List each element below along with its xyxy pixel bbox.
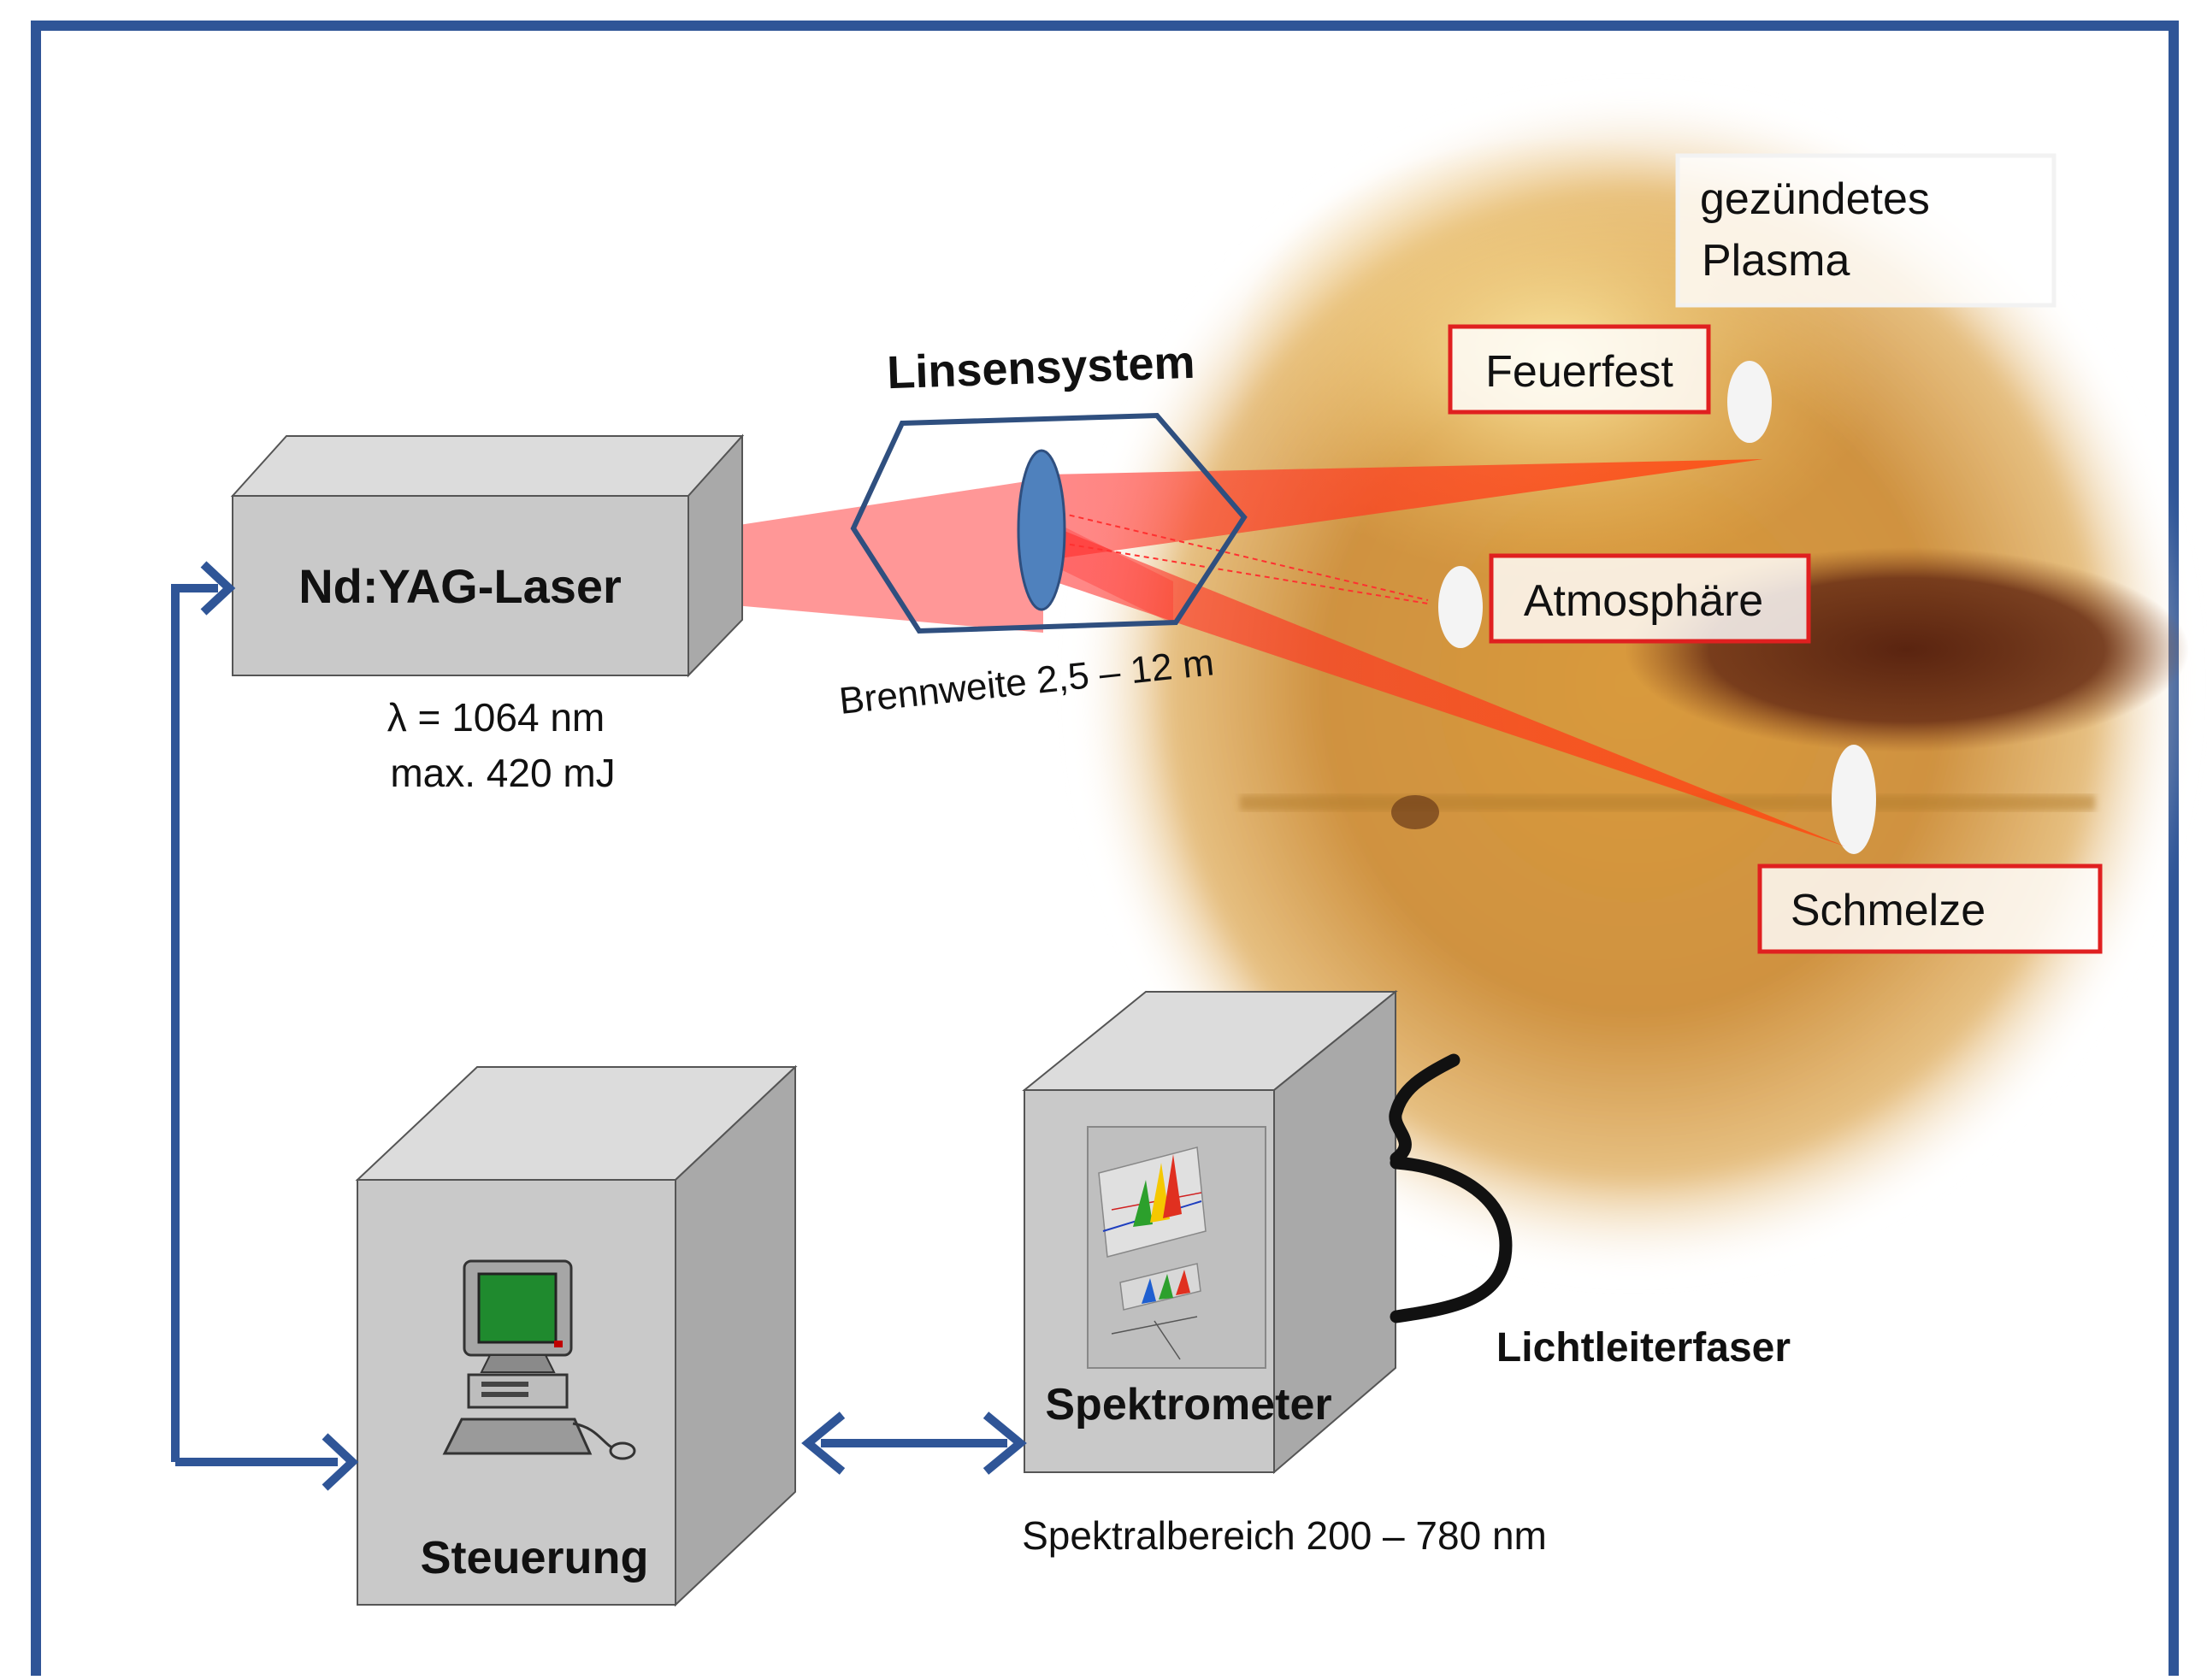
laser-box <box>230 433 745 678</box>
spectrometer-range: Spektralbereich 200 – 780 nm <box>1022 1513 1547 1558</box>
lens-icon <box>1017 449 1066 611</box>
laser-label: Nd:YAG-Laser <box>298 559 622 613</box>
plasma-dot-melt <box>1832 745 1876 854</box>
computer-icon <box>442 1259 636 1460</box>
control-label: Steuerung <box>420 1532 648 1583</box>
laser-wavelength: λ = 1064 nm <box>387 695 605 740</box>
fiber-label: Lichtleiterfaser <box>1496 1325 1791 1371</box>
melt-callout <box>1757 864 2103 954</box>
lens-title: Linsensystem <box>886 337 1195 399</box>
outer-frame <box>31 21 2179 1680</box>
atmosphere-callout <box>1489 553 1811 644</box>
control-box <box>355 1064 798 1607</box>
plasma-dot-refractory <box>1727 361 1772 443</box>
spectrometer-label: Spektrometer <box>1045 1380 1331 1429</box>
atmosphere-label: Atmosphäre <box>1524 576 1763 626</box>
refractory-callout <box>1448 324 1711 415</box>
melt-label: Schmelze <box>1791 886 1986 935</box>
control-arrows <box>171 561 1027 1491</box>
spectrometer-schematic-image <box>1087 1126 1266 1369</box>
plasma-callout <box>1675 153 2057 308</box>
plasma-dot-atmosphere <box>1438 566 1483 648</box>
laser-beams <box>705 459 1845 846</box>
refractory-label: Feuerfest <box>1485 347 1673 397</box>
fiber-cable <box>1389 1053 1513 1323</box>
furnace-photo <box>1069 85 2198 1282</box>
lens-housing <box>850 412 1248 634</box>
laser-energy: max. 420 mJ <box>390 751 615 795</box>
plasma-label-line1: gezündetes <box>1700 174 1930 224</box>
plasma-label-line2: Plasma <box>1702 236 1850 286</box>
